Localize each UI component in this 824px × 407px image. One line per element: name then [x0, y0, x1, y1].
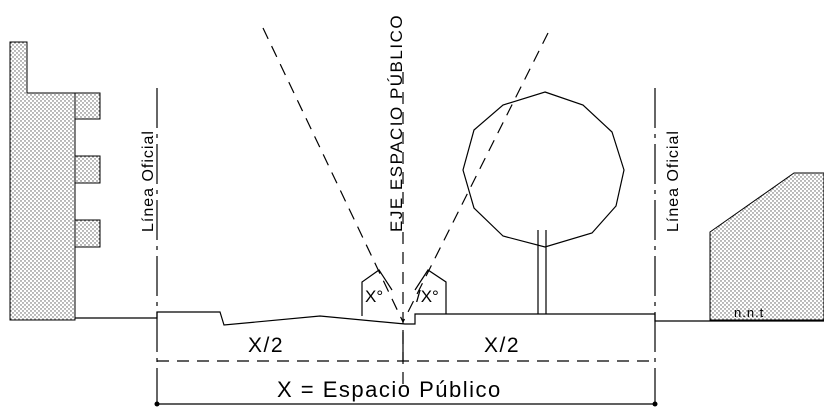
- dimension-lines: [154, 330, 658, 407]
- balcony-3: [74, 219, 101, 248]
- right-official-line-label: Línea Oficial: [665, 130, 682, 232]
- left-half-label: X/2: [248, 334, 284, 357]
- right-angle-label: /X°: [416, 287, 439, 306]
- right-building: [709, 172, 824, 321]
- tree: [462, 91, 625, 314]
- total-width-label: X = Espacio Público: [277, 377, 502, 402]
- tree-canopy: [462, 91, 625, 248]
- dim-endpoint-right: [652, 401, 658, 407]
- left-angle-label: X°: [365, 287, 383, 306]
- balcony-2: [74, 155, 101, 184]
- balcony-1: [74, 92, 101, 120]
- left-building: [9, 41, 101, 321]
- left-official-line-label: Línea Oficial: [140, 130, 157, 232]
- ground-level-label: n.n.t: [734, 305, 764, 320]
- right-half-label: X/2: [484, 334, 520, 357]
- right-angle-marker: [414, 269, 447, 314]
- left-angle-marker: [361, 269, 393, 316]
- right-sight-line: [402, 32, 549, 323]
- dim-endpoint-left: [154, 401, 160, 407]
- axis-label: EJE ESPACIO PÚBLICO: [387, 14, 406, 232]
- left-sight-line: [262, 27, 404, 323]
